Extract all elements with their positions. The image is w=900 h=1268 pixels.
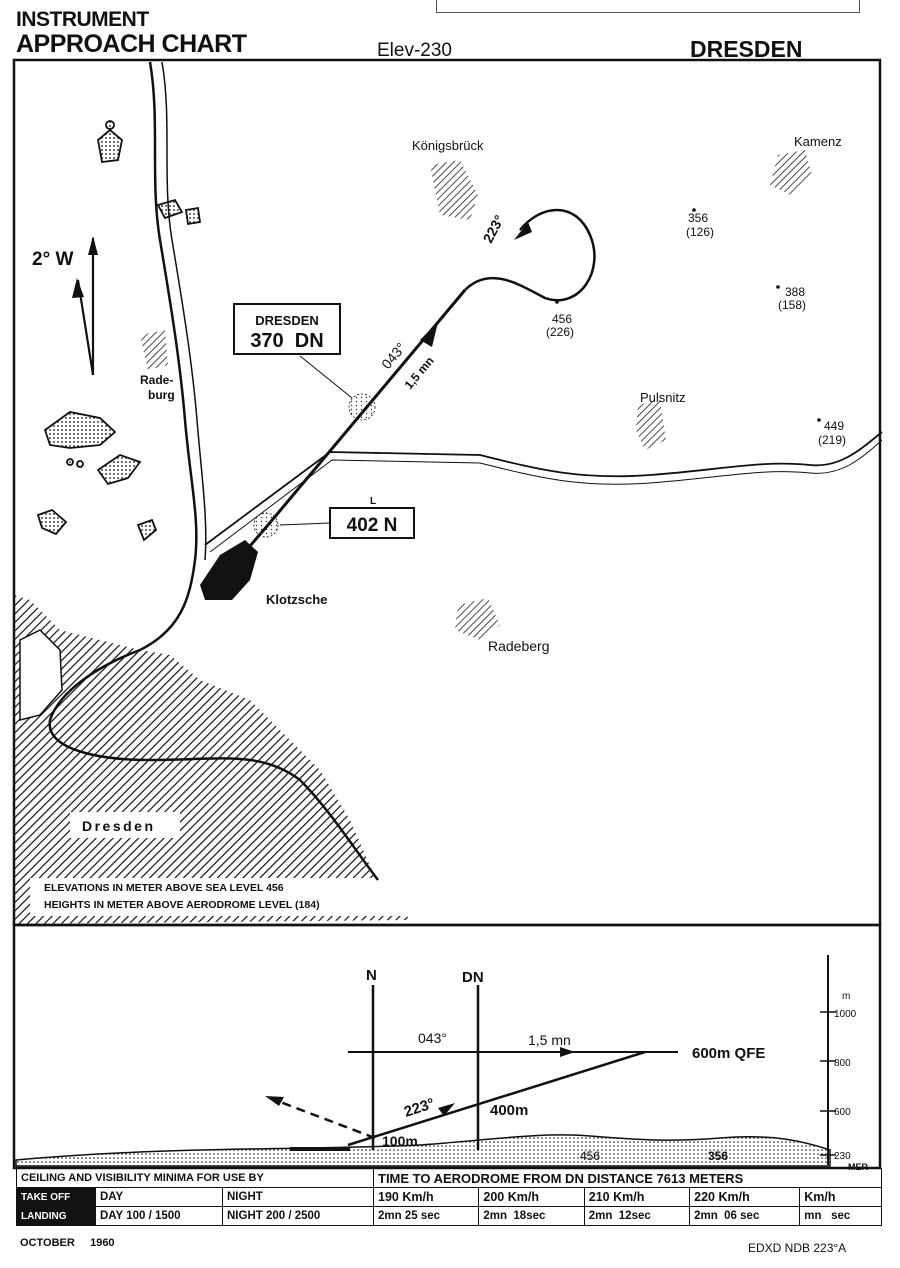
- ndb-n-box: [329, 507, 415, 539]
- ndb-n-ident: 402 N: [347, 515, 398, 536]
- place-radeburg-2: burg: [148, 388, 175, 402]
- descent-path: [347, 1050, 646, 1147]
- profile-alt-100: 100m: [382, 1133, 418, 1149]
- elevation-note-2: HEIGHTS IN METER ABOVE AERODROME LEVEL (…: [44, 899, 320, 911]
- profile-beacon-n: N: [366, 967, 377, 984]
- table-row: TAKE OFF DAY NIGHT 190 Km/h 200 Km/h 210…: [16, 1187, 882, 1207]
- spot-elev-449: 449: [824, 419, 844, 433]
- town-areas: [140, 150, 812, 640]
- magnetic-variation: 2° W: [32, 249, 73, 270]
- profile-alt-400: 400m: [490, 1102, 528, 1119]
- dresden-city-core: [19, 629, 63, 721]
- terrain-profile: [15, 1134, 831, 1167]
- time-header: TIME TO AERODROME FROM DN DISTANCE 7613 …: [373, 1168, 882, 1188]
- landing-label: LANDING: [16, 1206, 96, 1226]
- spot-height-226: (226): [546, 325, 574, 339]
- altitude-ticks: [820, 1011, 836, 1156]
- ndb-dn-name: DRESDEN: [255, 313, 319, 328]
- river-bank: [161, 61, 207, 561]
- profile-distance: 1,5 mn: [528, 1032, 571, 1048]
- descent-arrowhead: [438, 1103, 455, 1116]
- spot-height-126: (126): [686, 225, 714, 239]
- time-4: 2mn 06 sec: [689, 1206, 801, 1226]
- time-5: mn sec: [799, 1206, 882, 1226]
- terrain-label-356: 356: [708, 1149, 728, 1163]
- table-row: LANDING DAY 100 / 1500 NIGHT 200 / 2500 …: [16, 1206, 882, 1226]
- magnetic-north-arrowhead: [72, 278, 84, 298]
- terrain-label-456: 456: [580, 1149, 600, 1163]
- minima-table: CEILING AND VISIBILITY MINIMA FOR USE BY…: [16, 1168, 882, 1226]
- spot-elev-456: 456: [552, 312, 572, 326]
- speed-2: 200 Km/h: [478, 1187, 585, 1207]
- scale-230: 230: [834, 1151, 851, 1162]
- speed-5: Km/h: [799, 1187, 882, 1207]
- profile-course-in: 223°: [402, 1095, 437, 1121]
- scale-1000: 1000: [834, 1009, 857, 1020]
- profile-course-out: 043°: [418, 1030, 447, 1046]
- place-klotzsche: Klotzsche: [266, 592, 327, 607]
- ndb-dn-leader: [299, 355, 353, 399]
- time-3: 2mn 12sec: [583, 1206, 691, 1226]
- take-off-day: DAY: [95, 1187, 223, 1207]
- spot-height-dots: [555, 208, 821, 422]
- road-east: [204, 431, 883, 546]
- ndb-dn-ident: 370 DN: [250, 330, 323, 352]
- speed-4: 220 Km/h: [689, 1187, 801, 1207]
- elevation-note-bg: [30, 878, 418, 916]
- lakes: [36, 120, 202, 542]
- scale-base: MER: [848, 1162, 869, 1172]
- outbound-arrowhead: [420, 322, 438, 347]
- scale-600: 600: [834, 1107, 851, 1118]
- landing-night: NIGHT 200 / 2500: [222, 1206, 374, 1226]
- true-north-arrowhead: [88, 236, 98, 255]
- elevation-note-1: ELEVATIONS IN METER ABOVE SEA LEVEL 456: [44, 882, 284, 894]
- time-1: 2mn 25 sec: [372, 1206, 480, 1226]
- scale-unit: m: [842, 991, 850, 1002]
- scale-800: 800: [834, 1058, 851, 1069]
- speed-1: 190 Km/h: [372, 1187, 480, 1207]
- profile-beacon-dn: DN: [462, 969, 484, 986]
- road-east-edge: [209, 439, 883, 553]
- place-koenigsbrueck: Königsbrück: [412, 138, 484, 153]
- ndb-n-marker: L: [370, 496, 376, 507]
- ndb-dn-symbol: [348, 393, 376, 421]
- elevation-label: Elev-230: [377, 40, 452, 61]
- spot-height-219: (219): [818, 433, 846, 447]
- spot-elev-356: 356: [688, 211, 708, 225]
- level-arrowhead: [560, 1047, 575, 1057]
- ndb-dn-box: [233, 303, 341, 355]
- take-off-label: TAKE OFF: [16, 1187, 96, 1207]
- place-radeburg-1: Rade-: [140, 373, 173, 387]
- take-off-night: NIGHT: [222, 1187, 374, 1207]
- top-box: [436, 0, 860, 13]
- place-radeberg: Radeberg: [488, 638, 550, 654]
- speed-3: 210 Km/h: [583, 1187, 691, 1207]
- procedure-turn: [464, 208, 596, 302]
- elbe-river: [48, 61, 379, 881]
- ndb-n-symbol: [253, 512, 279, 538]
- time-2: 2mn 18sec: [478, 1206, 585, 1226]
- chart-title-line2: APPROACH CHART: [16, 30, 247, 58]
- chart-code: EDXD NDB 223°A: [748, 1241, 847, 1255]
- spot-elev-388: 388: [785, 285, 805, 299]
- runway-profile: [290, 1147, 350, 1151]
- missed-approach-path: [274, 1098, 376, 1140]
- place-kamenz: Kamenz: [794, 134, 842, 149]
- airport-name: DRESDEN: [690, 36, 803, 62]
- missed-approach-arrowhead: [265, 1096, 284, 1106]
- place-dresden-city: Dresden: [82, 818, 156, 834]
- procedure-turn-arrowhead: [514, 222, 532, 240]
- spot-height-158: (158): [778, 298, 806, 312]
- ndb-n-leader: [279, 522, 331, 526]
- table-row: CEILING AND VISIBILITY MINIMA FOR USE BY…: [16, 1168, 882, 1188]
- chart-title-line1: INSTRUMENT: [16, 8, 149, 31]
- profile-level-label: 600m QFE: [692, 1045, 765, 1062]
- place-pulsnitz: Pulsnitz: [640, 390, 686, 405]
- landing-day: DAY 100 / 1500: [95, 1206, 223, 1226]
- chart-date: OCTOBER 1960: [20, 1237, 115, 1249]
- dresden-label-bg: [70, 812, 180, 838]
- minima-header: CEILING AND VISIBILITY MINIMA FOR USE BY: [16, 1168, 374, 1188]
